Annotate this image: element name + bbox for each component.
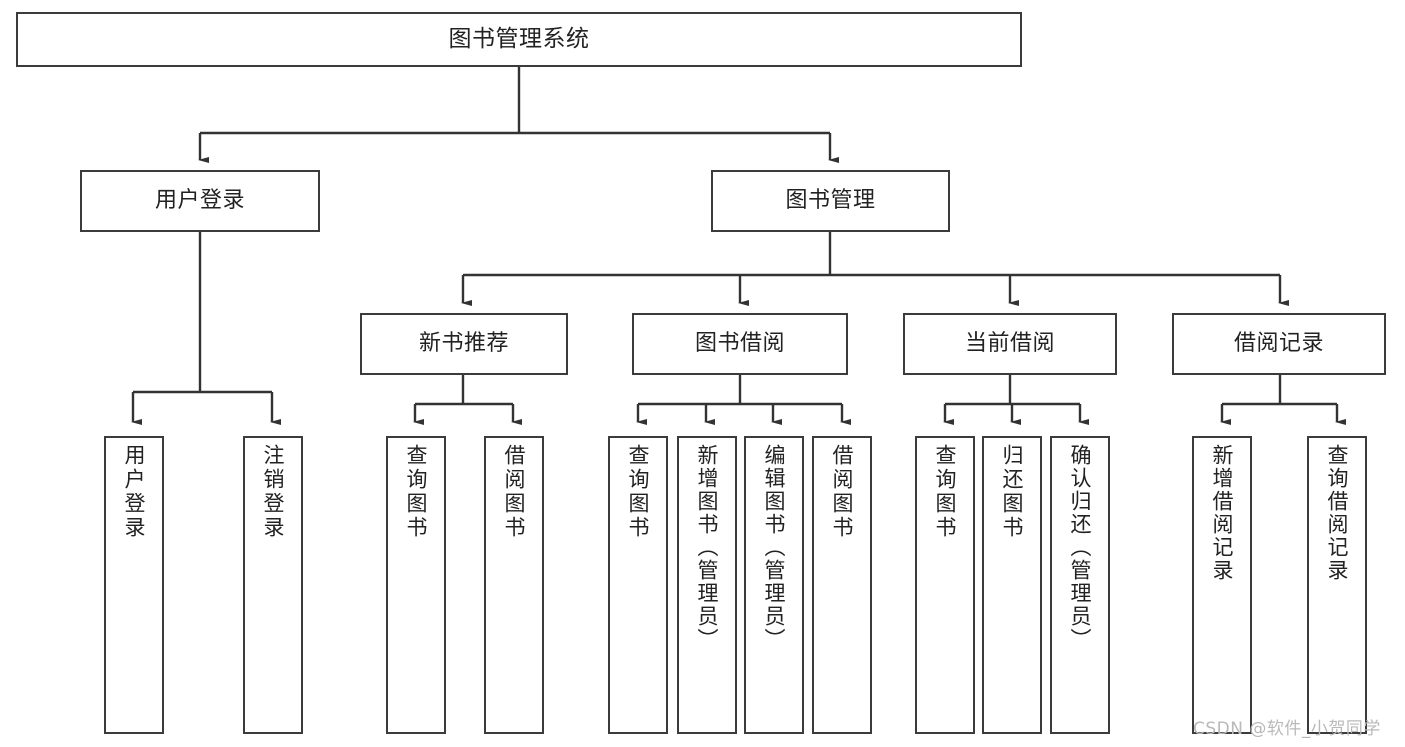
node-book-manage[interactable]: 图书管理	[711, 170, 950, 232]
node-label: 新书推荐	[418, 331, 509, 357]
node-label: 图书借阅	[694, 331, 785, 357]
node-leaf-query-book-2[interactable]: 查询图书	[608, 436, 668, 734]
node-leaf-confirm-return[interactable]: 确认归还（管理员）	[1050, 436, 1110, 734]
node-label: 图书管理	[785, 188, 876, 214]
node-label: 用户登录	[154, 188, 245, 214]
node-label: 查询图书	[933, 444, 958, 540]
node-leaf-logout-login[interactable]: 注销登录	[243, 436, 303, 734]
node-label: 查询图书	[404, 444, 429, 540]
node-label: 图书管理系统	[448, 26, 590, 53]
node-book-borrow[interactable]: 图书借阅	[632, 313, 848, 375]
node-label: 当前借阅	[964, 331, 1055, 357]
node-label: 确认归还（管理员）	[1068, 444, 1093, 651]
node-leaf-user-login[interactable]: 用户登录	[104, 436, 164, 734]
node-borrow-record[interactable]: 借阅记录	[1172, 313, 1386, 375]
node-label: 新增借阅记录	[1210, 444, 1235, 582]
node-label: 借阅记录	[1233, 331, 1324, 357]
node-label: 归还图书	[1000, 444, 1025, 540]
node-label: 查询借阅记录	[1325, 444, 1350, 582]
node-leaf-borrow-book-1[interactable]: 借阅图书	[484, 436, 544, 734]
node-leaf-query-book-3[interactable]: 查询图书	[915, 436, 975, 734]
node-label: 注销登录	[261, 444, 286, 540]
node-leaf-add-book[interactable]: 新增图书（管理员）	[677, 436, 737, 734]
node-leaf-query-book-1[interactable]: 查询图书	[386, 436, 446, 734]
node-label: 查询图书	[626, 444, 651, 540]
node-label: 借阅图书	[830, 444, 855, 540]
node-label: 编辑图书（管理员）	[762, 444, 787, 651]
node-user-login[interactable]: 用户登录	[80, 170, 320, 232]
node-new-book-recommend[interactable]: 新书推荐	[360, 313, 568, 375]
node-label: 新增图书（管理员）	[695, 444, 720, 651]
node-leaf-edit-book[interactable]: 编辑图书（管理员）	[744, 436, 804, 734]
node-leaf-borrow-book-2[interactable]: 借阅图书	[812, 436, 872, 734]
node-leaf-add-record[interactable]: 新增借阅记录	[1192, 436, 1252, 734]
node-current-borrow[interactable]: 当前借阅	[903, 313, 1117, 375]
node-label: 用户登录	[122, 444, 147, 540]
node-root-system[interactable]: 图书管理系统	[16, 12, 1022, 67]
watermark-text: CSDN @软件_小贺同学	[1193, 719, 1381, 739]
node-leaf-return-book[interactable]: 归还图书	[982, 436, 1042, 734]
node-label: 借阅图书	[502, 444, 527, 540]
node-leaf-query-record[interactable]: 查询借阅记录	[1307, 436, 1367, 734]
